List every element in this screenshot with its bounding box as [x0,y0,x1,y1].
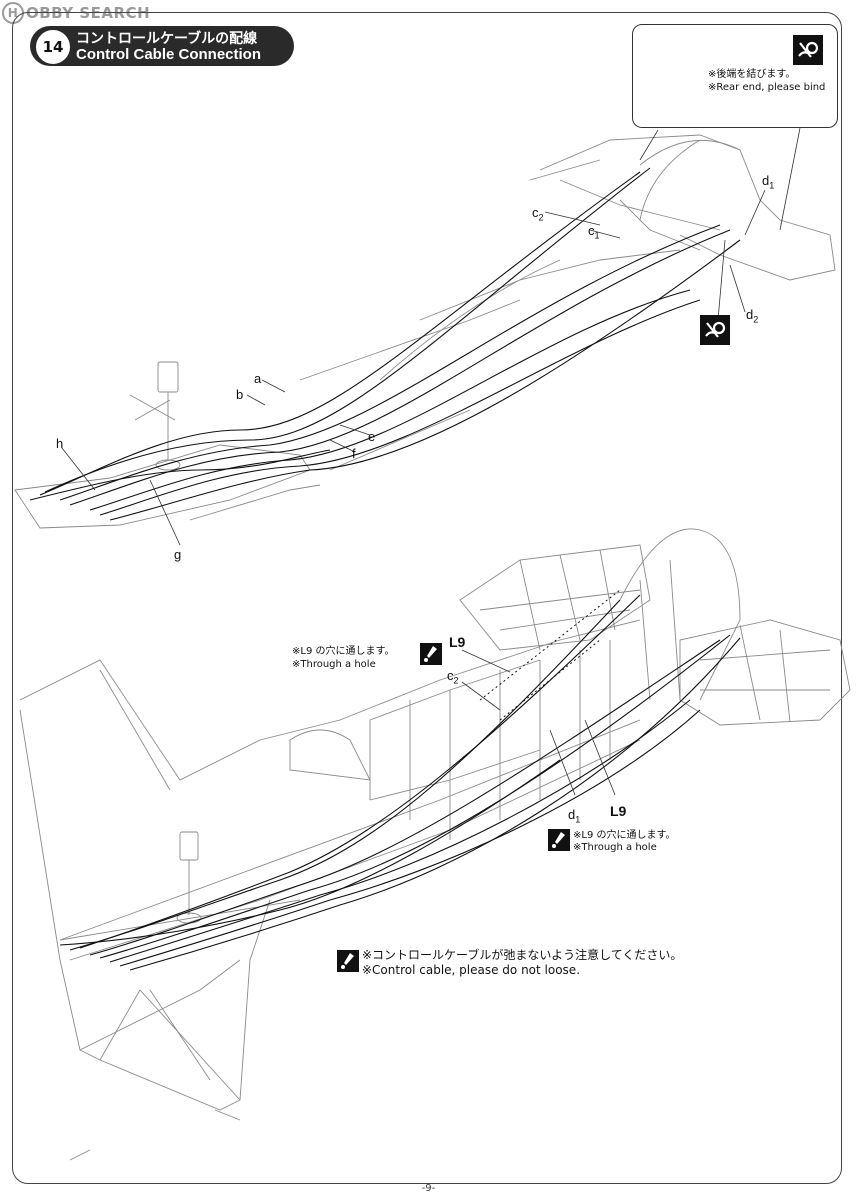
step-title-en: Control Cable Connection [76,46,261,63]
lower-part-label-d1: d1 [568,807,581,825]
part-label-g: g [174,547,182,562]
lower-cables [59,594,741,971]
note-icon [337,950,359,972]
lower-part-label-c2: c2 [447,668,459,686]
lower-leader-lines [461,649,616,796]
part-label-d1: d1 [762,173,775,191]
part-label-c2: c2 [532,205,544,223]
step-number: 14 [36,30,70,64]
l9-bottom-note-jp: ※L9 の穴に通します。 [573,830,676,841]
upper-leader-lines [61,127,801,546]
lower-hidden-cables [479,589,621,721]
l9-top-label: L9 [449,634,466,650]
callout-note-jp: ※後端を結びます。 [708,69,796,80]
upper-cables [29,167,741,521]
part-label-h: h [56,436,64,451]
l9-top-note-en: ※Through a hole [292,659,376,670]
part-label-c1: c1 [588,223,600,241]
page-frame [12,12,842,1184]
lower-frame-outline [19,528,851,1161]
part-label-b: b [236,387,244,402]
bind-icon [793,35,823,65]
watermark-text: OBBY SEARCH [26,4,151,22]
part-label-f: f [352,446,356,461]
upper-frame-outline [14,134,836,529]
l9-bottom-label: L9 [610,803,627,819]
part-label-e: e [368,429,376,444]
note-icon [548,829,570,851]
part-label-d2: d2 [746,307,759,325]
page-number: -9- [421,1183,436,1194]
callout-note-en: ※Rear end, please bind [708,82,826,93]
l9-top-note-jp: ※L9 の穴に通します。 [292,646,395,657]
part-label-a: a [254,371,262,386]
step-header: 14 コントロールケーブルの配線 Control Cable Connectio… [30,26,294,66]
cable-note-en: ※Control cable, please do not loose. [362,963,581,977]
step-title-jp: コントロールケーブルの配線 [76,31,258,47]
bind-icon [700,315,730,345]
note-icon [420,643,442,665]
cable-note-jp: ※コントロールケーブルが弛まないよう注意してください。 [362,948,683,962]
l9-bottom-note-en: ※Through a hole [573,842,657,853]
